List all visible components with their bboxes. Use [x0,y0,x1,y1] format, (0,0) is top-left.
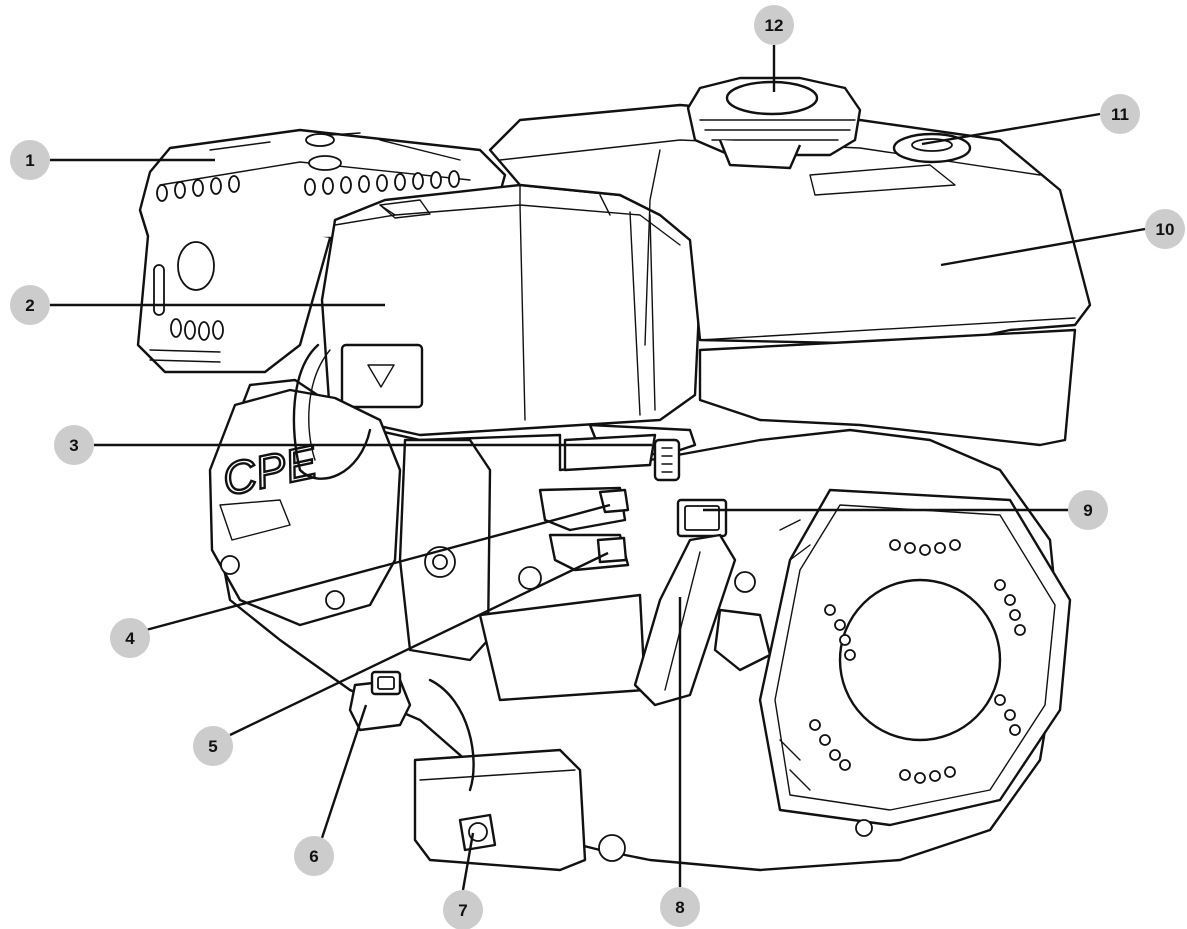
callout-11-badge [1100,94,1140,134]
fuel-gauge [892,132,972,164]
callout-8-badge [660,887,700,927]
callout-12-number: 12 [765,16,784,35]
recoil-starter-handle [633,533,772,707]
engine-switch [676,498,728,538]
cylinder-head-cover: CPE [208,388,402,627]
callout-10-number: 10 [1156,220,1175,239]
spark-plug-wire [292,343,372,480]
fuel-cap [686,76,862,170]
recoil-starter-cover [758,488,1072,827]
callout-5-number: 5 [208,737,217,756]
callout-6-badge [294,836,334,876]
callout-4-badge [110,618,150,658]
callout-3: 3 [54,425,652,465]
choke-lever [563,423,697,482]
callout-9-badge [1068,490,1108,530]
callout-9: 9 [703,490,1108,530]
callout-2-number: 2 [25,296,34,315]
callout-8-number: 8 [675,898,684,917]
callout-11-number: 11 [1111,105,1129,124]
callout-11: 11 [921,94,1140,146]
callout-2: 2 [10,285,385,325]
callout-3-number: 3 [69,436,78,455]
fuel-tank [488,103,1092,447]
callout-5: 5 [193,551,609,766]
callout-12: 12 [754,5,794,92]
callout-12-badge [754,5,794,45]
callout-6-number: 6 [309,847,318,866]
callout-6: 6 [294,704,368,876]
callout-4: 4 [110,503,611,658]
callout-10: 10 [940,209,1185,267]
callout-3-badge [54,425,94,465]
callout-1: 1 [10,140,215,180]
engine-illustration: CPE [136,76,1092,872]
callout-4-number: 4 [125,629,135,648]
callout-7: 7 [443,832,483,929]
muffler-heat-shield [136,128,507,374]
callout-9-number: 9 [1083,501,1092,520]
callout-1-number: 1 [25,151,34,170]
engine-base [348,670,873,872]
callouts: 1 2 3 4 5 6 7 [10,5,1185,929]
callout-5-badge [193,726,233,766]
callout-1-badge [10,140,50,180]
air-filter-housing [320,183,702,437]
callout-8: 8 [660,597,700,927]
callout-7-badge [443,890,483,929]
callout-2-badge [10,285,50,325]
callout-10-badge [1145,209,1185,249]
callout-7-number: 7 [458,901,467,920]
